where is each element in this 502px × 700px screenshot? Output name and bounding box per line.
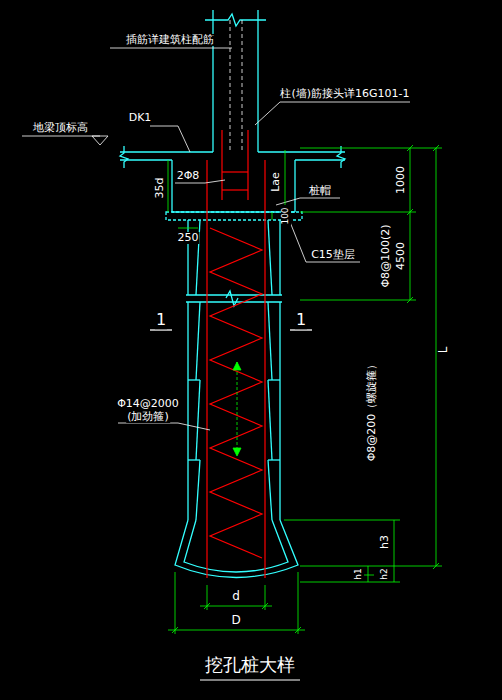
dimension: 4500 [395,241,407,271]
column-bars [230,20,242,150]
dimension: D [230,614,241,627]
dimension: 250 [177,232,200,244]
elevation-label: 地梁顶标高 [32,122,89,134]
part-label: DK1 [128,112,153,124]
dimension: h3 [379,534,391,550]
part-label: 桩帽 [308,185,332,197]
rebar [207,130,265,578]
rebar-label: (加劲箍) [126,411,170,423]
dimension: 100 [281,206,291,225]
dimension: 35d [154,177,166,200]
dimension: d [231,590,241,603]
section-mark: 1 [155,311,167,329]
rebar-label: Φ8@100(2) [380,223,392,288]
section-mark: 1 [295,311,307,329]
drawing-title: 挖孔桩大样 [205,653,295,677]
title-underline [200,680,300,681]
dimension: 1000 [395,165,407,195]
rebar-label: Φ8@200（螺旋箍） [366,358,378,463]
note: 柱(墙)筋接头详16G101-1 [279,88,410,100]
rebar-label: 2Φ8 [176,170,201,182]
dimension: Lae [270,171,282,193]
leader-lines [22,48,410,430]
dimension-lines [168,145,442,634]
dimension: h1 [354,567,364,580]
part-label: C15垫层 [310,249,356,261]
dimension: h2 [380,567,390,580]
dimension: L [437,346,450,355]
rebar-label: Φ14@2000 [116,398,180,410]
note: 插筋详建筑柱配筋 [125,34,215,46]
